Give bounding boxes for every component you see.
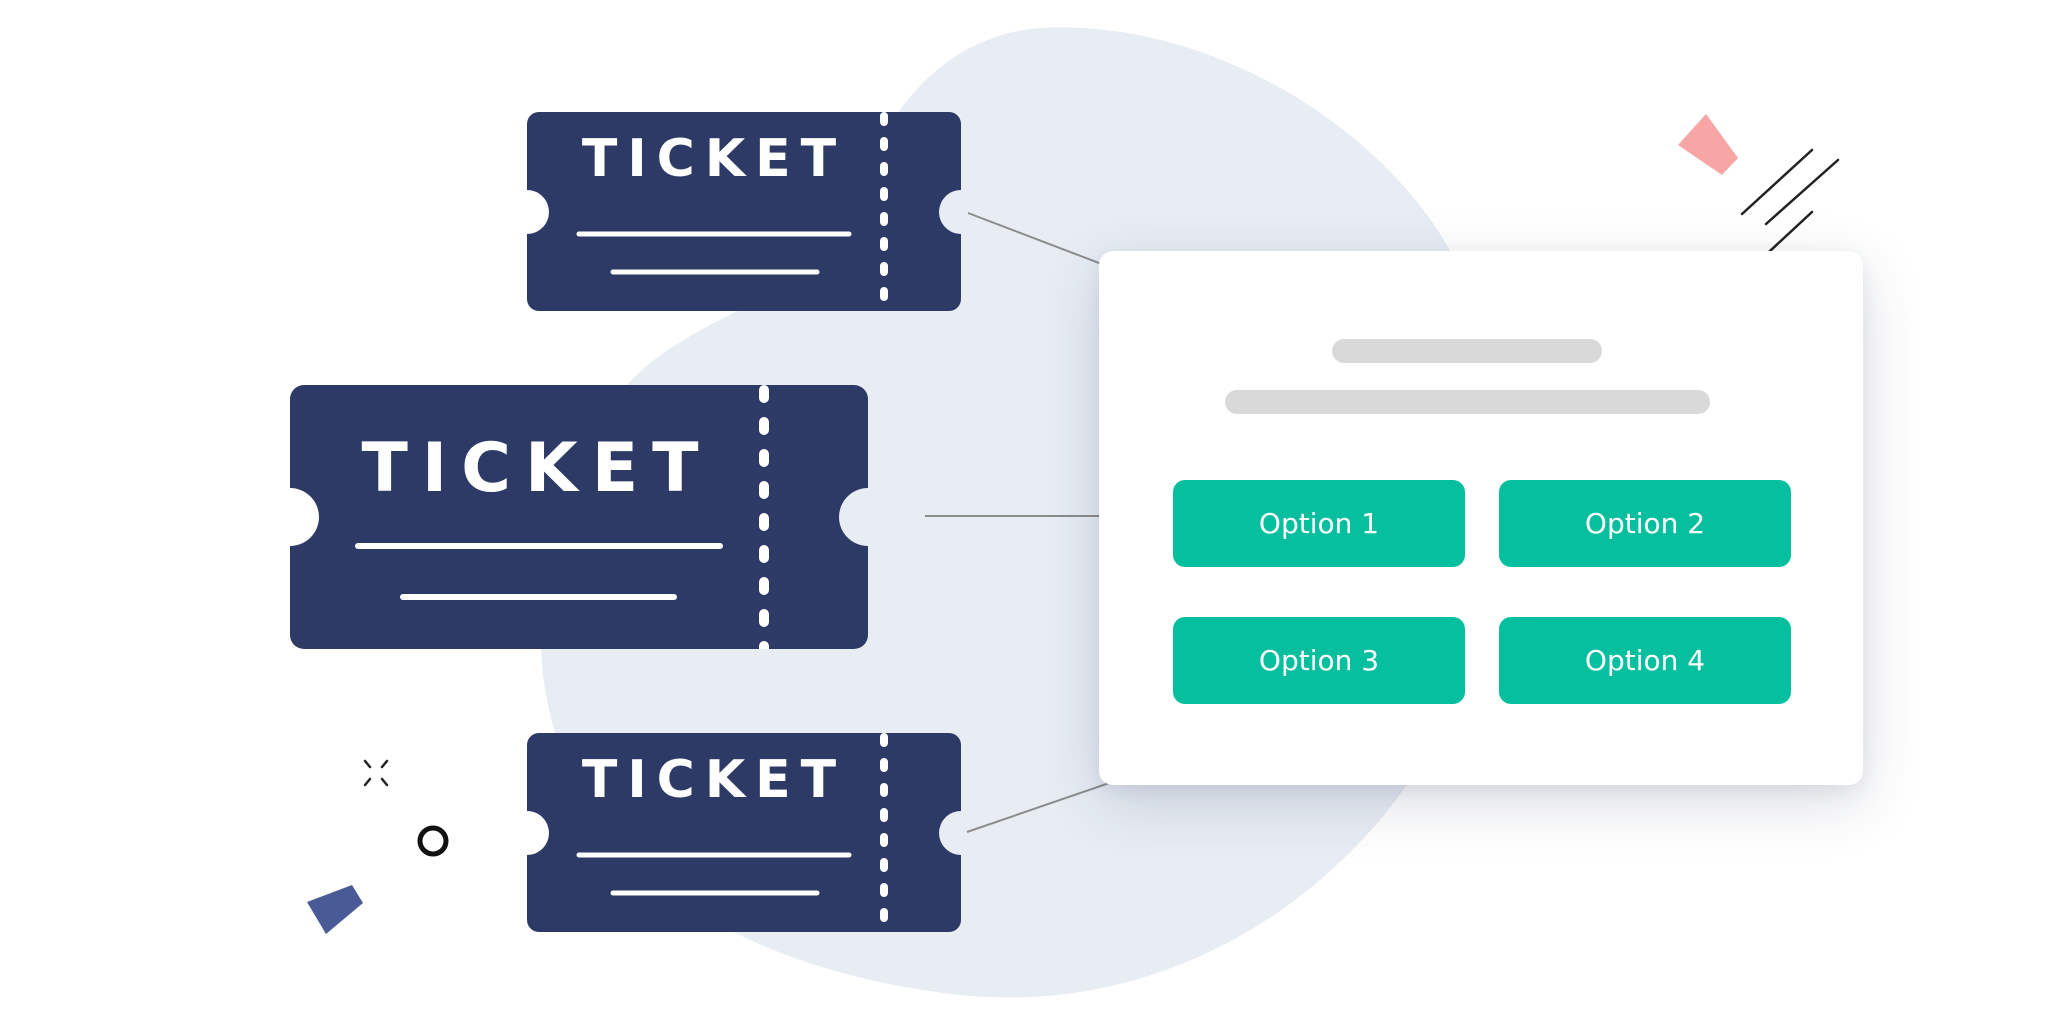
confetti-pink-icon (1678, 114, 1738, 175)
confetti-navy-icon (307, 885, 363, 934)
ticket-middle: TICKET (290, 385, 868, 649)
title-placeholder (1332, 339, 1602, 363)
option-card: Option 1 Option 2 Option 3 Option 4 (1099, 251, 1863, 785)
sparkle-icon (363, 759, 389, 787)
option-2-button[interactable]: Option 2 (1499, 480, 1791, 567)
ticket-label: TICKET (582, 750, 846, 810)
ticket-label: TICKET (361, 429, 712, 508)
ticket-label: TICKET (582, 129, 846, 189)
ring-icon (417, 825, 449, 857)
ticket-bottom: TICKET (527, 733, 961, 932)
option-3-button[interactable]: Option 3 (1173, 617, 1465, 704)
option-4-button[interactable]: Option 4 (1499, 617, 1791, 704)
ticket-top: TICKET (527, 112, 961, 311)
option-1-button[interactable]: Option 1 (1173, 480, 1465, 567)
subtitle-placeholder (1225, 390, 1710, 414)
